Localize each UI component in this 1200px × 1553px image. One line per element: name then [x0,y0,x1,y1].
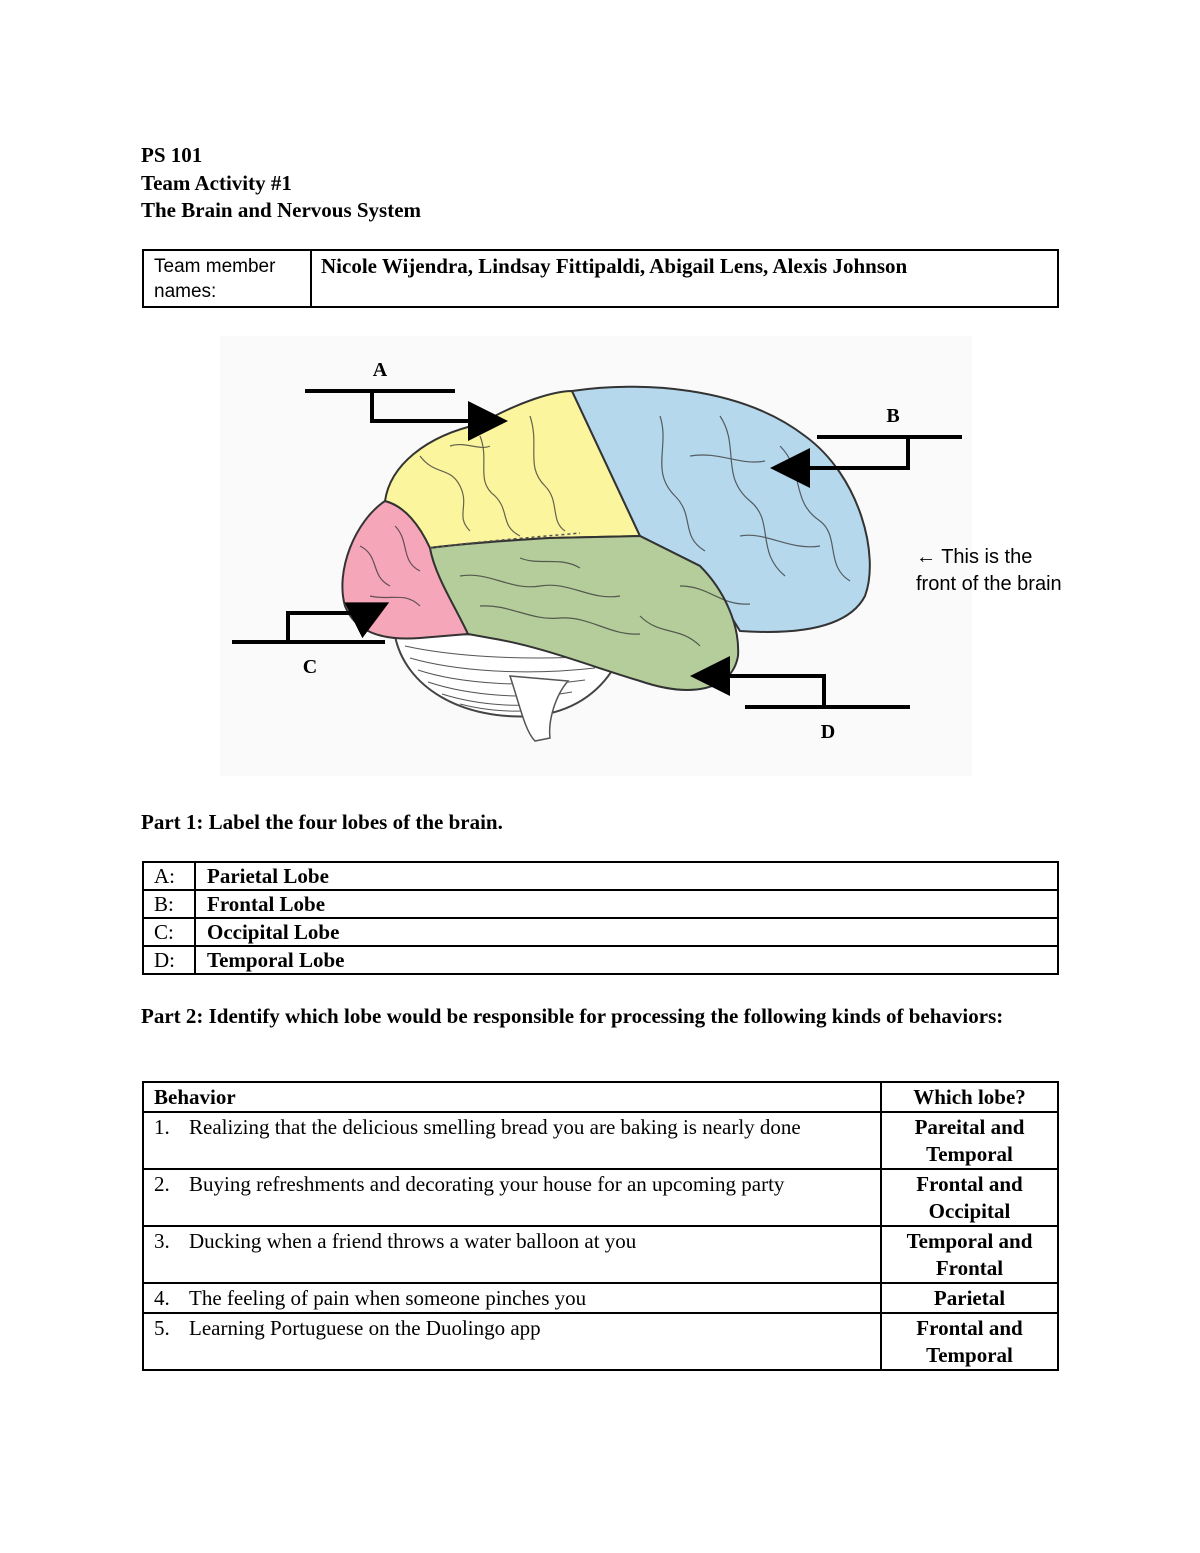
behavior-number: 5. [154,1316,170,1340]
behavior-row: 3. Ducking when a friend throws a water … [142,1225,1059,1284]
lobe-column-header: Which lobe? [880,1081,1059,1113]
front-note-line1: ← This is the [916,546,1033,568]
behavior-header-row: Behavior Which lobe? [142,1081,1059,1113]
label-d: D [821,721,835,743]
behavior-cell: 5. Learning Portuguese on the Duolingo a… [142,1312,882,1371]
lobe-answer: Parietal Lobe [194,861,1059,891]
label-b: B [886,405,899,427]
callout-d [690,656,910,709]
team-row: Team member names: Nicole Wijendra, Lind… [142,249,1059,308]
lobe-labels-table: A: Parietal Lobe B: Frontal Lobe C: Occi… [142,861,1059,975]
brain-diagram: A B C D [220,336,972,776]
lobe-row: A: Parietal Lobe [142,861,1059,891]
part1-heading: Part 1: Label the four lobes of the brai… [141,810,503,834]
lobe-answer: Frontal Lobe [194,889,1059,919]
lobe-answer: Temporal Lobe [194,945,1059,975]
lobe-row: C: Occipital Lobe [142,917,1059,947]
team-members-names: Nicole Wijendra, Lindsay Fittipaldi, Abi… [310,249,1059,308]
brain-stem [508,675,570,742]
lobe-letter: B: [142,889,196,919]
lobe-answer: Occipital Lobe [194,917,1059,947]
callout-b [770,435,962,488]
behavior-number: 1. [154,1115,170,1139]
label-c: C [303,656,317,678]
label-a: A [373,359,388,381]
behavior-row: 4. The feeling of pain when someone pinc… [142,1282,1059,1314]
behavior-table: Behavior Which lobe? 1. Realizing that t… [142,1081,1059,1371]
behavior-cell: 3. Ducking when a friend throws a water … [142,1225,882,1284]
lobe-answer-cell: Frontal and Occipital [880,1168,1059,1227]
lobe-answer-cell: Temporal and Frontal [880,1225,1059,1284]
lobe-letter: D: [142,945,196,975]
callout-a [305,389,508,441]
lobe-answer-cell: Pareital and Temporal [880,1111,1059,1170]
lobe-answer-cell: Frontal and Temporal [880,1312,1059,1371]
behavior-row: 5. Learning Portuguese on the Duolingo a… [142,1312,1059,1371]
topic-title: The Brain and Nervous System [141,198,422,222]
activity-title: Team Activity #1 [141,170,292,195]
behavior-text: Buying refreshments and decorating your … [189,1172,785,1196]
behavior-column-header: Behavior [142,1081,882,1113]
behavior-number: 3. [154,1229,170,1253]
behavior-text: Learning Portuguese on the Duolingo app [189,1316,541,1340]
behavior-number: 2. [154,1172,170,1196]
behavior-text: Realizing that the delicious smelling br… [189,1115,801,1139]
behavior-row: 2. Buying refreshments and decorating yo… [142,1168,1059,1227]
behavior-text: Ducking when a friend throws a water bal… [189,1229,637,1253]
behavior-text: The feeling of pain when someone pinches… [189,1286,587,1310]
document-header: PS 101 Team Activity #1 The Brain and Ne… [141,142,421,225]
lobe-letter: C: [142,917,196,947]
lobe-row: D: Temporal Lobe [142,945,1059,975]
course-title: PS 101 [141,143,203,167]
behavior-cell: 2. Buying refreshments and decorating yo… [142,1168,882,1227]
front-of-brain-note: ← This is the front of the brain [916,544,1062,598]
part2-heading: Part 2: Identify which lobe would be res… [141,1004,1004,1028]
lobe-answer-cell: Parietal [880,1282,1059,1314]
behavior-number: 4. [154,1286,170,1310]
team-members-table: Team member names: Nicole Wijendra, Lind… [142,249,1059,308]
behavior-cell: 4. The feeling of pain when someone pinc… [142,1282,882,1314]
front-note-line2: front of the brain [916,573,1062,595]
lobe-row: B: Frontal Lobe [142,889,1059,919]
lobe-letter: A: [142,861,196,891]
behavior-cell: 1. Realizing that the delicious smelling… [142,1111,882,1170]
team-members-label: Team member names: [142,249,312,308]
behavior-row: 1. Realizing that the delicious smelling… [142,1111,1059,1170]
callout-c [232,602,390,644]
